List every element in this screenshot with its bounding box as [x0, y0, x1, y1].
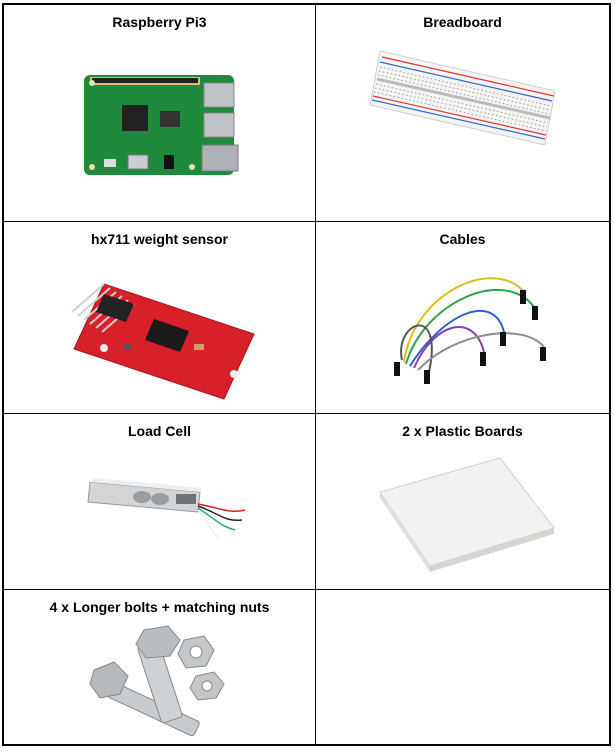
- cables-image: [394, 277, 546, 384]
- hx711-image: [71, 283, 255, 400]
- cell-breadboard: Breadboard: [316, 5, 609, 222]
- cell-hx711: hx711 weight sensor: [4, 222, 316, 414]
- plastic-board-image: [379, 457, 555, 572]
- raspberry-pi-image: [84, 75, 239, 175]
- cell-load-cell: Load Cell: [4, 414, 316, 590]
- component-table: Raspberry Pi3 Breadboard: [2, 3, 611, 746]
- breadboard-image: [369, 50, 556, 146]
- bolts-image: [89, 625, 225, 737]
- cell-title: Raspberry Pi3: [112, 14, 207, 30]
- cell-title: hx711 weight sensor: [91, 231, 228, 247]
- cell-cables: Cables: [316, 222, 609, 414]
- cell-title: 2 x Plastic Boards: [402, 423, 523, 439]
- load-cell-image: [87, 478, 246, 539]
- cell-title: Load Cell: [127, 423, 191, 439]
- cell-title: 4 x Longer bolts + matching nuts: [49, 599, 270, 615]
- cell-raspberry-pi: Raspberry Pi3: [4, 5, 316, 222]
- cell-bolts: 4 x Longer bolts + matching nuts: [4, 590, 316, 744]
- cell-title: Cables: [439, 231, 486, 247]
- cell-plastic-boards: 2 x Plastic Boards: [316, 414, 609, 590]
- cell-title: Breadboard: [423, 14, 502, 30]
- cell-empty: [316, 590, 609, 744]
